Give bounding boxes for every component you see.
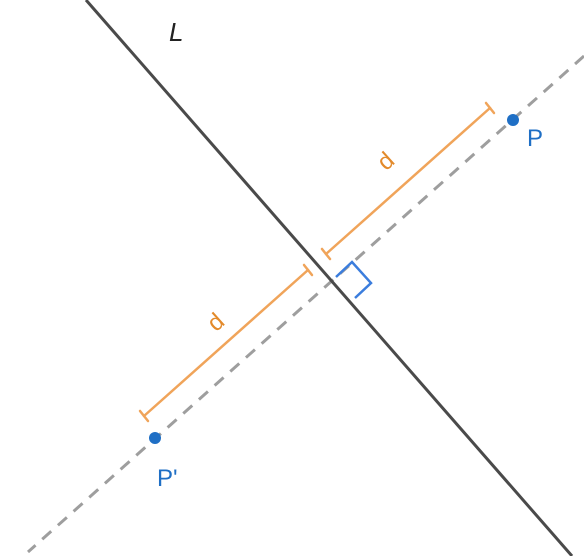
distance-marker-upper — [320, 101, 496, 261]
perpendicular-dashed-line — [27, 54, 584, 554]
right-angle-marker — [335, 260, 373, 299]
distance-label-lower: d — [202, 308, 230, 337]
point-p — [507, 114, 519, 126]
point-p-prime — [149, 432, 161, 444]
point-label-p: P — [527, 125, 543, 152]
line-l — [84, 0, 574, 556]
distance-label-upper: d — [372, 147, 400, 176]
point-label-p-prime: P' — [157, 465, 178, 492]
distance-marker-lower — [138, 263, 314, 423]
line-label: L — [169, 17, 183, 47]
